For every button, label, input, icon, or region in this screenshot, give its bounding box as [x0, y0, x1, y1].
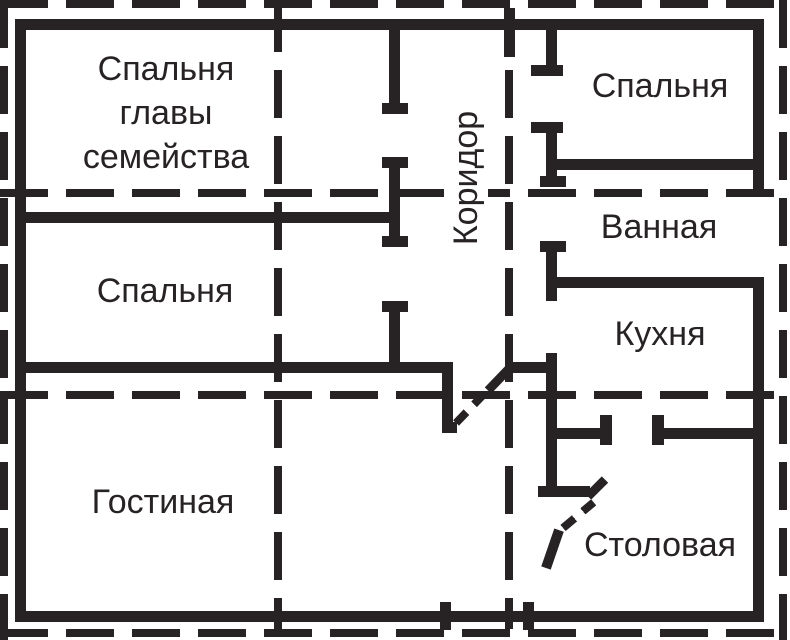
- door-jamb-cap: [382, 301, 408, 312]
- wall-bedroom-right-bottom: [546, 159, 764, 170]
- wall-stub-bottom-1: [440, 602, 451, 630]
- room-label-line: Спальня: [97, 50, 235, 88]
- room-label-line: главы: [119, 94, 213, 132]
- room-label-bedroom-left: Спальня: [92, 269, 238, 313]
- door-jamb-cap: [531, 65, 563, 76]
- door-jamb-cap: [531, 122, 563, 133]
- wall-hall-left-foot: [442, 422, 457, 433]
- wall-spine-seg1: [546, 30, 557, 65]
- door-jamb-cap: [540, 176, 566, 187]
- wall-corridor-right-arm: [505, 362, 557, 373]
- room-label-dining-room: Столовая: [579, 523, 741, 567]
- wall-corridor-left-seg2: [389, 168, 400, 236]
- door-jamb-cap: [382, 157, 408, 168]
- wall-left: [15, 19, 26, 622]
- wall-stub-bottom-2: [523, 602, 534, 630]
- door-jamb-cap: [538, 486, 590, 497]
- wall-stub-top: [504, 8, 515, 57]
- wall-corridor-left-seg1: [389, 30, 400, 103]
- dashed-border-right: [779, 0, 787, 640]
- wall-bathroom-bottom: [546, 277, 764, 288]
- room-label-master-bedroom: Спальня главы семейства: [78, 47, 254, 179]
- wall-bottom: [15, 611, 764, 622]
- wall-kitchen-bottom-left: [557, 428, 600, 439]
- room-label-corridor: Коридор: [444, 102, 488, 254]
- dashed-border-left: [0, 0, 8, 640]
- wall-kitchen-bottom-right: [664, 428, 753, 439]
- room-label-kitchen: Кухня: [610, 312, 710, 356]
- room-label-bedroom-right: Спальня: [587, 64, 733, 108]
- door-leaf-tip: [584, 476, 609, 500]
- wall-corridor-left-seg3: [389, 312, 400, 362]
- wall-spine-seg3: [546, 252, 557, 301]
- dashed-grid-line-horizontal-2: [0, 391, 790, 399]
- room-label-line: семейства: [82, 138, 250, 176]
- dashed-grid-line-vertical-1: [274, 4, 282, 634]
- room-label-bathroom: Ванная: [596, 205, 722, 249]
- wall-right-lower: [753, 277, 764, 622]
- wall-master-bedroom-bottom: [15, 212, 400, 223]
- door-leaf: [541, 528, 564, 570]
- room-label-living-room: Гостиная: [87, 480, 239, 524]
- wall-spine-seg2: [546, 133, 557, 176]
- wall-hall-left: [442, 373, 453, 433]
- dashed-border-top: [0, 0, 790, 8]
- dashed-border-bottom: [0, 629, 790, 637]
- wall-spine-seg4: [546, 353, 557, 486]
- wall-top: [15, 19, 764, 30]
- door-jamb-cap: [652, 415, 664, 445]
- wall-bedroom-left-bottom: [15, 362, 453, 373]
- door-jamb-cap: [600, 415, 612, 445]
- door-jamb-cap: [382, 236, 408, 247]
- wall-right-upper: [753, 19, 764, 197]
- door-jamb-cap: [382, 103, 408, 114]
- dashed-grid-line-vertical-2: [505, 70, 513, 629]
- door-jamb-cap: [540, 241, 566, 252]
